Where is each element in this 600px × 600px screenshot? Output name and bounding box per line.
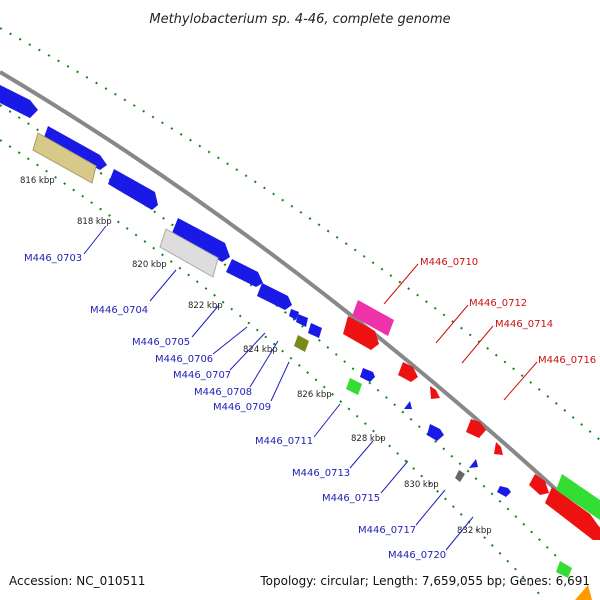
leader-lines — [83, 225, 474, 551]
gene-arrow[interactable] — [343, 316, 379, 350]
gene-arrow[interactable] — [43, 126, 107, 170]
kbp-label: 826 kbp — [297, 390, 332, 400]
rna-gene[interactable] — [556, 474, 600, 520]
genome-summary: Topology: circular; Length: 7,659,055 bp… — [259, 574, 590, 588]
gene-label[interactable]: M446_0720 — [388, 550, 446, 561]
pseudo-gene[interactable] — [32, 132, 97, 184]
gene-arrow[interactable] — [226, 259, 263, 287]
accession-text: Accession: NC_010511 — [9, 574, 145, 588]
gene-arrow[interactable] — [430, 386, 440, 399]
gene-label[interactable]: M446_0706 — [155, 354, 213, 365]
kbp-label: 828 kbp — [351, 434, 386, 444]
gene-arrow[interactable] — [427, 424, 444, 441]
gene-label[interactable]: M446_0710 — [420, 257, 478, 268]
gene-arrow[interactable] — [289, 309, 299, 320]
gene-label[interactable]: M446_0716 — [538, 355, 596, 366]
gene-label[interactable]: M446_0705 — [132, 337, 190, 348]
gene-label[interactable]: M446_0703 — [24, 253, 82, 264]
rna-gene[interactable] — [346, 378, 362, 395]
gene-features — [0, 85, 511, 497]
gene-arrow[interactable] — [398, 362, 418, 382]
gene-features-red — [343, 316, 600, 600]
gene-label[interactable]: M446_0708 — [194, 387, 252, 398]
gene-label[interactable]: M446_0704 — [90, 305, 148, 316]
kbp-label: 816 kbp — [20, 176, 55, 186]
kbp-label: 824 kbp — [243, 345, 278, 355]
olive-gene[interactable] — [294, 335, 309, 352]
gene-arrow[interactable] — [404, 401, 412, 409]
corner-marker — [575, 585, 592, 600]
gray-gene[interactable] — [455, 470, 465, 482]
gene-label[interactable]: M446_0717 — [358, 525, 416, 536]
gene-label[interactable]: M446_0714 — [495, 319, 553, 330]
rna-gene[interactable] — [556, 561, 572, 578]
other-features — [32, 132, 465, 482]
gene-arrow[interactable] — [257, 283, 292, 310]
genome-backbone — [0, 70, 600, 532]
map-title: Methylobacterium sp. 4-46, complete geno… — [149, 12, 450, 27]
kbp-label: 832 kbp — [457, 526, 492, 536]
gene-label[interactable]: M446_0711 — [255, 436, 313, 447]
track-guides — [0, 27, 600, 600]
gene-arrow[interactable] — [108, 169, 158, 210]
kbp-label: 820 kbp — [132, 260, 167, 270]
gene-label[interactable]: M446_0712 — [469, 298, 527, 309]
gene-labels-red: M446_0710 M446_0712 M446_0714 M446_0716 — [420, 257, 596, 366]
gene-arrow[interactable] — [469, 459, 478, 468]
kbp-label: 822 kbp — [188, 301, 223, 311]
gene-arrow[interactable] — [545, 487, 600, 540]
kbp-labels: 816 kbp 818 kbp 820 kbp 822 kbp 824 kbp … — [20, 176, 492, 536]
gene-arrow[interactable] — [308, 323, 322, 338]
gene-label[interactable]: M446_0713 — [292, 468, 350, 479]
leader-lines-red — [383, 263, 538, 401]
gene-arrow[interactable] — [466, 419, 486, 438]
gene-arrow[interactable] — [0, 85, 38, 118]
gene-labels-blue: M446_0703 M446_0704 M446_0705 M446_0706 … — [24, 253, 446, 561]
magenta-gene[interactable] — [352, 300, 394, 336]
gene-label[interactable]: M446_0707 — [173, 370, 231, 381]
gene-arrow[interactable] — [497, 486, 511, 497]
gene-arrow[interactable] — [494, 442, 503, 455]
gene-arrow[interactable] — [296, 314, 308, 327]
gene-arrow[interactable] — [360, 368, 375, 382]
gene-label[interactable]: M446_0709 — [213, 402, 271, 413]
kbp-label: 818 kbp — [77, 217, 112, 227]
pseudo-gene[interactable] — [159, 228, 219, 278]
gene-arrow[interactable] — [529, 474, 549, 495]
gene-label[interactable]: M446_0715 — [322, 493, 380, 504]
kbp-label: 830 kbp — [404, 480, 439, 490]
gene-arrow[interactable] — [172, 218, 230, 262]
